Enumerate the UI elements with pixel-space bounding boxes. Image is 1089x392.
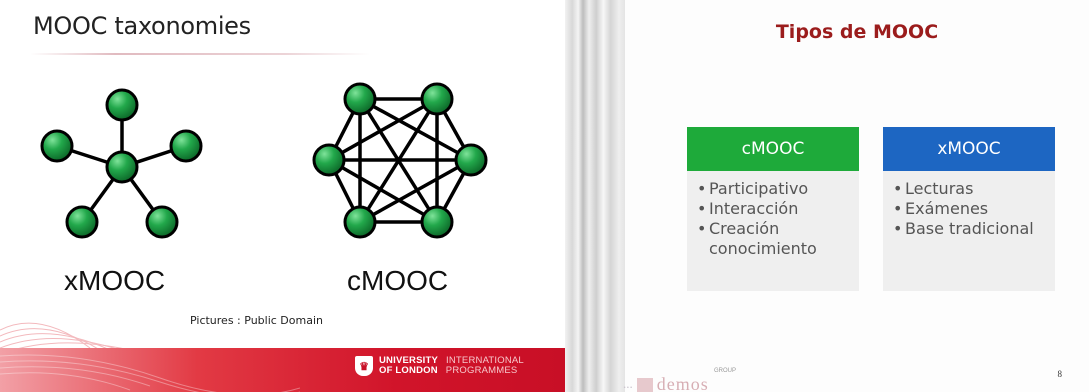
crest-icon: ♛ <box>355 356 373 376</box>
list-item: Base tradicional <box>893 219 1055 239</box>
cmooc-card-header: cMOOC <box>687 127 859 171</box>
list-item: Creación conocimiento <box>697 219 859 259</box>
cmooc-label: cMOOC <box>347 265 449 296</box>
logo-line2-light: PROGRAMMES <box>445 365 518 376</box>
star-network-icon <box>40 88 203 239</box>
picture-credit: Pictures : Public Domain <box>190 314 323 327</box>
logo-line2-bold: OF LONDON <box>379 365 438 376</box>
university-of-london-logo: ♛ UNIVERSITY INTERNATIONAL OF LONDON PRO… <box>355 356 524 376</box>
cmooc-list: Participativo Interacción Creación conoc… <box>687 171 859 259</box>
right-slide: Tipos de MOOC cMOOC Participativo Intera… <box>623 0 1089 392</box>
brand-block-icon <box>636 378 653 392</box>
footer-stripes-decoration <box>0 354 300 392</box>
brand-faint-text: ... <box>623 376 633 391</box>
list-item: Lecturas <box>893 179 1055 199</box>
footer-swirl-decoration <box>0 322 131 355</box>
network-diagrams <box>40 82 488 239</box>
left-slide: MOOC taxonomies <box>0 12 565 392</box>
brand-word: demos <box>656 374 709 392</box>
cmooc-card: cMOOC Participativo Interacción Creación… <box>687 127 859 291</box>
slide-divider-edge <box>565 0 625 392</box>
title-divider <box>30 53 370 55</box>
slide-title: MOOC taxonomies <box>33 12 251 40</box>
slide-title-tipos: Tipos de MOOC <box>775 21 939 43</box>
mesh-network-icon <box>312 82 488 239</box>
brand-group-label: GROUP <box>714 368 737 374</box>
list-item: Interacción <box>697 199 859 219</box>
list-item: Participativo <box>697 179 859 199</box>
demos-brand-logo: ... demos GROUP <box>623 368 736 392</box>
xmooc-card-header: xMOOC <box>883 127 1055 171</box>
xmooc-card: xMOOC Lecturas Exámenes Base tradicional <box>883 127 1055 291</box>
logo-line1-light: INTERNATIONAL <box>446 355 524 366</box>
page-number: 8 <box>1057 369 1063 379</box>
xmooc-label: xMOOC <box>64 265 166 296</box>
footer-band <box>0 348 565 392</box>
xmooc-list: Lecturas Exámenes Base tradicional <box>883 171 1055 239</box>
list-item: Exámenes <box>893 199 1055 219</box>
logo-line1-bold: UNIVERSITY <box>379 355 439 366</box>
